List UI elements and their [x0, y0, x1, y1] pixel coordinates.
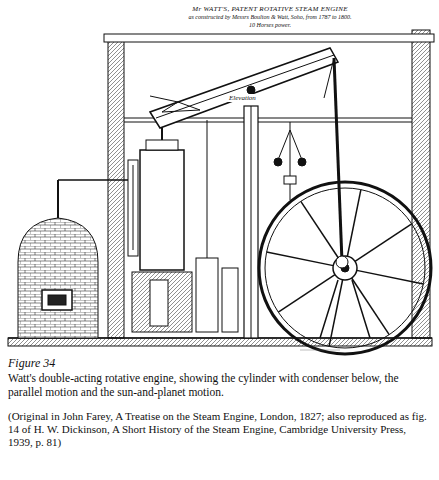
- engraving-note: 10 Horses power.: [140, 22, 400, 29]
- flywheel-spoke: [355, 224, 412, 262]
- figure-caption: Watt's double-acting rotative engine, sh…: [8, 372, 428, 400]
- flywheel-spoke: [347, 190, 361, 257]
- view-label: Elevation: [228, 94, 257, 102]
- flywheel-spoke: [301, 201, 339, 258]
- flywheel-spoke: [267, 252, 334, 266]
- engraving-title: Mr WATT'S, PATENT ROTATIVE STEAM ENGINE: [140, 5, 400, 13]
- source-note: (Original in John Farey, A Treatise on t…: [8, 410, 428, 450]
- engraving-subtitle: as constructed by Messrs Boulton & Watt,…: [140, 14, 400, 21]
- flywheel-spoke: [329, 280, 343, 347]
- flywheel-spoke: [357, 270, 424, 284]
- figure-number: Figure 34: [8, 356, 55, 370]
- flywheel-spoke: [352, 278, 390, 335]
- flywheel-spoke: [278, 275, 335, 313]
